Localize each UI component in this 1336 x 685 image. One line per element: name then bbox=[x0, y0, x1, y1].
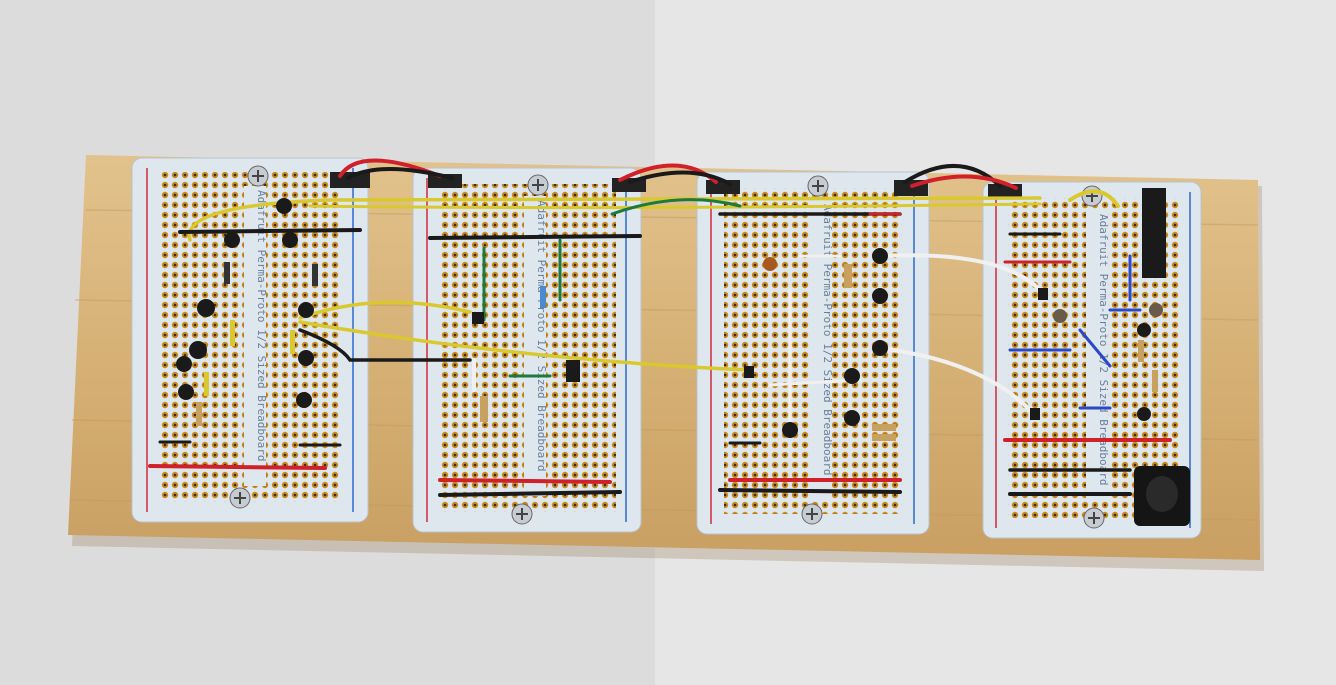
components bbox=[176, 198, 1163, 441]
header-socket bbox=[1142, 188, 1166, 278]
board-3-silkscreen: Adafruit Perma-Proto 1/2 Sized Breadboar… bbox=[821, 204, 834, 476]
board-1-silkscreen: Adafruit Perma-Proto 1/2 Sized Breadboar… bbox=[255, 190, 268, 462]
perma-proto-board-3: Adafruit Perma-Proto 1/2 Sized Breadboar… bbox=[696, 171, 930, 535]
perma-proto-board-2: Adafruit Perma-Proto 1/2 Sized Breadboar… bbox=[412, 167, 642, 533]
board-2-silkscreen: Adafruit Perma-Proto 1/2 Sized Breadboar… bbox=[535, 200, 548, 472]
perma-proto-board-1: Adafruit Perma-Proto 1/2 Sized Breadboar… bbox=[131, 157, 369, 523]
wires bbox=[148, 158, 1172, 497]
board-4-silkscreen: Adafruit Perma-Proto 1/2 Sized Breadboar… bbox=[1097, 214, 1110, 486]
perma-proto-board-4: Adafruit Perma-Proto 1/2 Sized Breadboar… bbox=[982, 181, 1202, 539]
